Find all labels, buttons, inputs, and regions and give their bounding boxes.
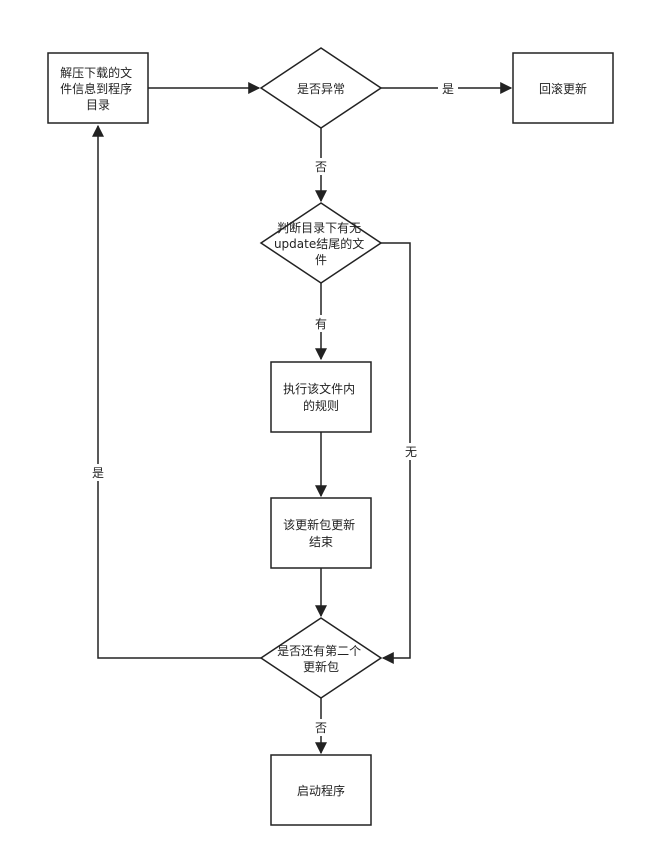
- node-extract-box: [47, 52, 149, 124]
- edge-label-second-yes: 是: [92, 466, 104, 480]
- node-start-program-text: 启动程序: [297, 783, 345, 798]
- node-is-abnormal-text: 是否异常: [297, 82, 345, 96]
- edge-label-abnormal-no: 否: [315, 160, 327, 174]
- node-rollback-box: [512, 52, 614, 124]
- node-rollback-text: 回滚更新: [539, 81, 587, 96]
- node-execute-rules-box: [270, 361, 372, 433]
- edge-label-abnormal-yes: 是: [442, 82, 454, 96]
- node-check-file-text: 判断目录下有无 update结尾的文 件: [274, 220, 368, 267]
- edge-label-no-file: 无: [405, 445, 417, 459]
- node-second-package-diamond: [259, 617, 383, 699]
- node-is-abnormal-diamond: [259, 47, 383, 129]
- node-update-done-text: 该更新包更新 结束: [283, 517, 359, 549]
- node-start-program-box: [270, 754, 372, 826]
- edge-second-to-extract-yes: [92, 124, 261, 659]
- node-check-file-diamond: [259, 202, 383, 284]
- node-execute-rules-text: 执行该文件内 的规则: [283, 381, 359, 413]
- edge-label-second-no: 否: [315, 721, 327, 735]
- node-update-done-box: [270, 497, 372, 569]
- node-extract-text: 解压下载的文 件信息到程序 目录: [60, 65, 136, 112]
- node-second-package-text: 是否还有第二个 更新包: [277, 644, 365, 674]
- edge-label-has-file: 有: [315, 317, 327, 331]
